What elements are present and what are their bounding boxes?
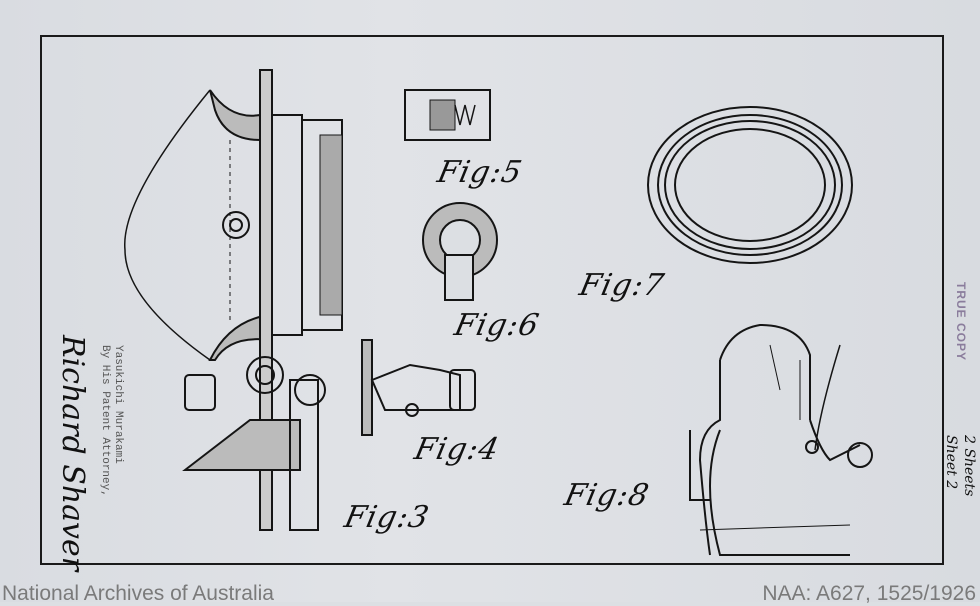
fig4-label: Fig:4 bbox=[411, 432, 503, 467]
attorney-signature: Richard Shaver bbox=[55, 335, 90, 572]
sheet-note: 2 Sheets Sheet 2 bbox=[942, 435, 978, 496]
fig3-label: Fig:3 bbox=[341, 500, 433, 535]
fig6-label: Fig:6 bbox=[451, 308, 543, 343]
fig5-label: Fig:5 bbox=[434, 155, 526, 190]
attorney-line: By His Patent Attorney, bbox=[99, 345, 111, 497]
fig5-drawing bbox=[404, 89, 491, 141]
inventor-name: Yasukichi Murakami bbox=[112, 345, 124, 464]
sheet-number: Sheet 2 bbox=[943, 435, 959, 490]
fig8-label: Fig:8 bbox=[561, 478, 653, 513]
fig7-label: Fig:7 bbox=[576, 268, 668, 303]
archive-reference: NAA: A627, 1525/1926 bbox=[762, 582, 976, 605]
archive-name: National Archives of Australia bbox=[2, 582, 274, 605]
inventor-text: Yasukichi Murakami By His Patent Attorne… bbox=[98, 345, 124, 497]
fig4-drawing bbox=[361, 339, 476, 436]
true-copy-stamp: TRUE COPY bbox=[954, 282, 968, 362]
sheet-count: 2 Sheets bbox=[961, 435, 977, 497]
fig3-drawing bbox=[124, 69, 343, 531]
fig6-drawing bbox=[422, 202, 498, 301]
fig8-drawing bbox=[689, 323, 873, 556]
drawing-border bbox=[40, 35, 944, 565]
fig7-drawing bbox=[647, 106, 853, 264]
